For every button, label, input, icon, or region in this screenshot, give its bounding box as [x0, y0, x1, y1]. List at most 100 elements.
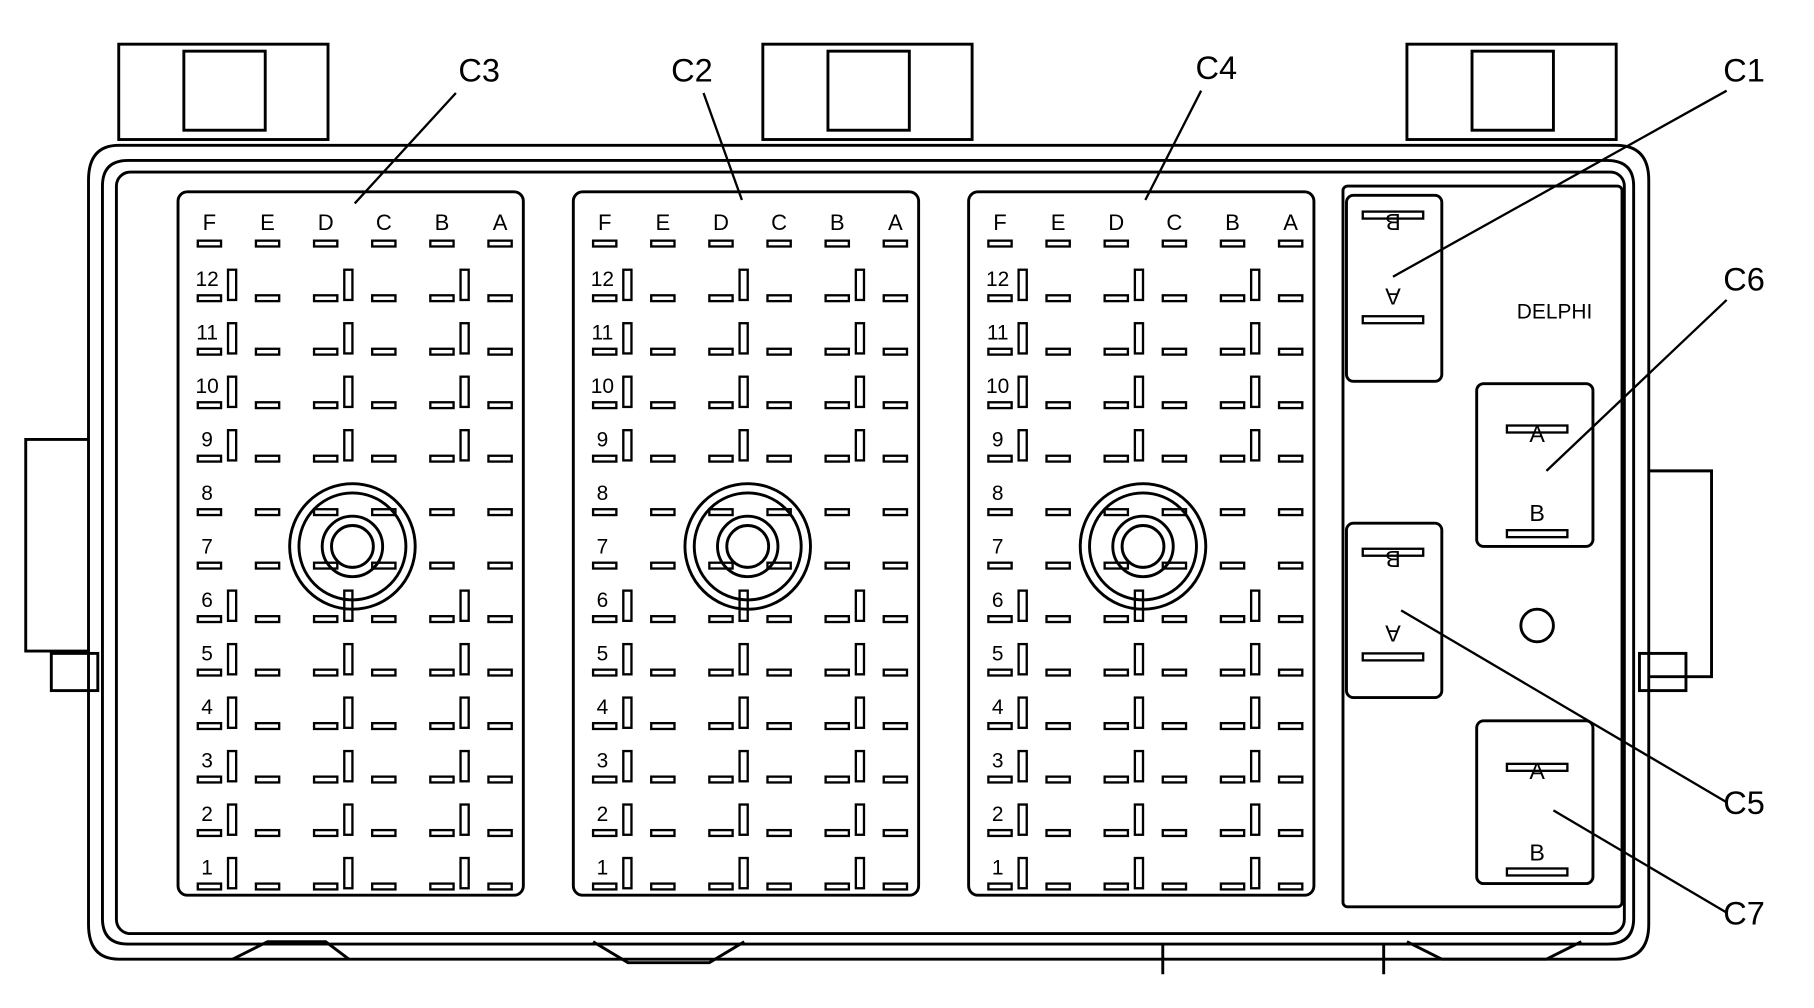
row-label: 8	[201, 482, 213, 505]
connector-c3-body	[176, 190, 525, 897]
terminal-pin	[738, 696, 749, 729]
terminal-pin	[738, 749, 749, 783]
terminal-slot	[882, 615, 909, 624]
terminal-slot	[312, 775, 339, 784]
terminal-slot	[1277, 239, 1304, 248]
terminal-slot	[1103, 882, 1130, 891]
terminal-slot	[1161, 561, 1188, 570]
terminal-pin	[1017, 803, 1028, 836]
callout-leader	[1552, 809, 1728, 914]
terminal-slot	[1277, 615, 1304, 624]
center-bolt	[1120, 524, 1166, 569]
fuse-blade	[1361, 652, 1425, 662]
terminal-slot	[1219, 401, 1246, 410]
terminal-pin	[226, 322, 238, 355]
terminal-slot	[1161, 347, 1188, 356]
terminal-slot	[429, 561, 455, 570]
row-label: 4	[992, 696, 1004, 719]
terminal-slot	[487, 775, 513, 784]
terminal-slot	[987, 401, 1013, 410]
terminal-slot	[312, 615, 339, 624]
column-label: D	[713, 210, 729, 235]
terminal-slot	[1219, 828, 1246, 838]
terminal-slot	[1103, 401, 1130, 410]
terminal-slot	[1219, 508, 1246, 517]
terminal-slot	[766, 294, 792, 303]
terminal-slot	[196, 615, 223, 624]
row-label: 5	[597, 642, 609, 665]
terminal-slot	[650, 882, 676, 891]
row-label: 9	[992, 428, 1004, 451]
terminal-slot	[371, 508, 397, 517]
terminal-slot	[766, 347, 792, 356]
terminal-slot	[1277, 561, 1304, 570]
center-bolt	[683, 482, 812, 611]
terminal-slot	[1219, 454, 1246, 463]
terminal-slot	[429, 721, 455, 731]
terminal-slot	[371, 294, 397, 303]
row-label: 6	[992, 589, 1004, 612]
terminal-slot	[196, 401, 223, 410]
bottom-foot	[1406, 940, 1582, 961]
terminal-slot	[987, 615, 1013, 624]
callout-leader	[702, 92, 744, 201]
terminal-slot	[1103, 454, 1130, 463]
terminal-slot	[591, 615, 618, 624]
terminal-slot	[312, 721, 339, 731]
row-label: 1	[201, 856, 213, 879]
terminal-slot	[987, 454, 1013, 463]
column-label: D	[1108, 210, 1124, 235]
terminal-a-label: A	[1529, 421, 1545, 447]
terminal-slot	[591, 454, 618, 463]
terminal-pin	[1017, 856, 1028, 890]
terminal-slot	[824, 294, 851, 303]
terminal-slot	[1103, 615, 1130, 624]
terminal-slot	[1045, 828, 1071, 838]
terminal-slot	[429, 239, 455, 248]
terminal-slot	[196, 668, 223, 677]
terminal-slot	[882, 561, 909, 570]
terminal-slot	[1161, 401, 1188, 410]
terminal-slot	[254, 882, 281, 891]
terminal-slot	[1045, 347, 1071, 356]
terminal-pin	[738, 429, 749, 462]
terminal-pin	[1249, 856, 1261, 890]
terminal-pin	[1133, 749, 1145, 783]
terminal-pin	[226, 589, 238, 623]
terminal-pin	[622, 268, 633, 302]
mounting-hole	[1519, 607, 1555, 644]
callout-c1: C1	[1723, 52, 1765, 88]
terminal-slot	[766, 828, 792, 838]
terminal-slot	[1277, 882, 1304, 891]
terminal-slot	[1161, 294, 1188, 303]
bottom-foot	[592, 940, 745, 965]
terminal-slot	[824, 561, 851, 570]
terminal-slot	[1161, 882, 1188, 891]
terminal-slot	[429, 454, 455, 463]
terminal-pin	[738, 322, 749, 355]
terminal-slot	[987, 239, 1013, 248]
terminal-slot	[766, 668, 792, 677]
row-label: 10	[591, 375, 614, 398]
terminal-pin	[459, 696, 470, 729]
terminal-slot	[371, 775, 397, 784]
terminal-slot	[987, 508, 1013, 517]
column-label: E	[1051, 210, 1066, 235]
terminal-slot	[487, 615, 513, 624]
fuse-c1-body	[1345, 193, 1444, 383]
row-label: 6	[201, 589, 213, 612]
terminal-slot	[824, 775, 851, 784]
fuse-blade	[1361, 315, 1425, 325]
terminal-pin	[854, 642, 866, 676]
column-label: F	[598, 210, 612, 235]
terminal-slot	[824, 401, 851, 410]
row-label: 7	[201, 535, 213, 558]
row-label: 9	[201, 428, 213, 451]
row-label: 11	[987, 321, 1009, 344]
terminal-pin	[226, 268, 238, 302]
fuse-blade	[1505, 762, 1569, 772]
terminal-pin	[622, 696, 633, 729]
terminal-pin	[854, 803, 866, 836]
